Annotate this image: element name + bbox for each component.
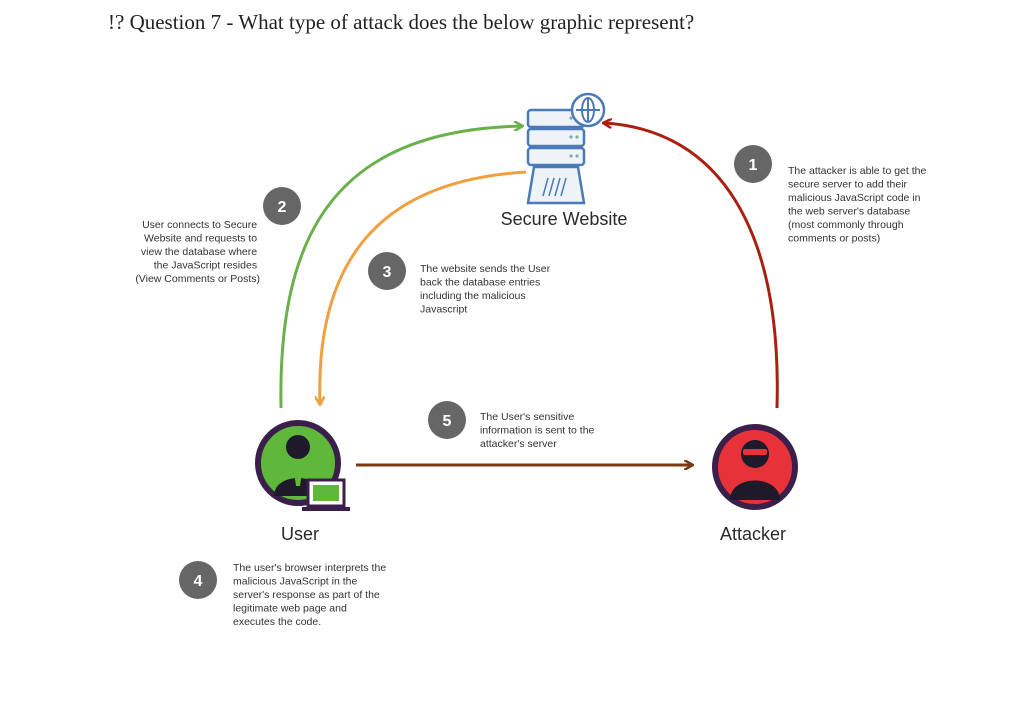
svg-text:5: 5	[443, 413, 452, 430]
step-4-text: The user's browser interprets the malici…	[233, 562, 389, 628]
question-title: !? Question 7 - What type of attack does…	[108, 10, 695, 34]
user-label: User	[281, 524, 319, 544]
step-2-text: User connects to Secure Website and requ…	[135, 219, 260, 285]
step-2-badge: 2	[263, 187, 301, 225]
arrow-server-to-user	[320, 170, 527, 404]
attacker-label: Attacker	[720, 524, 786, 544]
arrow-user-to-server	[279, 126, 522, 409]
laptop-icon	[302, 478, 350, 511]
step-1-badge: 1	[734, 145, 772, 183]
svg-text:1: 1	[749, 157, 758, 174]
server-label: Secure Website	[501, 209, 628, 229]
step-5-text: The User's sensitive information is sent…	[480, 411, 597, 450]
step-1-text: The attacker is able to get the secure s…	[788, 165, 929, 245]
step-4-badge: 4	[179, 561, 217, 599]
globe-icon	[570, 92, 606, 128]
svg-text:4: 4	[194, 573, 203, 590]
step-3-badge: 3	[368, 252, 406, 290]
server-icon	[526, 108, 586, 205]
step-3-text: The website sends the User back the data…	[420, 263, 553, 316]
attacker-avatar	[712, 424, 798, 510]
arrow-attacker-to-server	[604, 123, 779, 409]
svg-text:2: 2	[278, 199, 287, 216]
svg-text:3: 3	[383, 264, 392, 281]
step-5-badge: 5	[428, 401, 466, 439]
